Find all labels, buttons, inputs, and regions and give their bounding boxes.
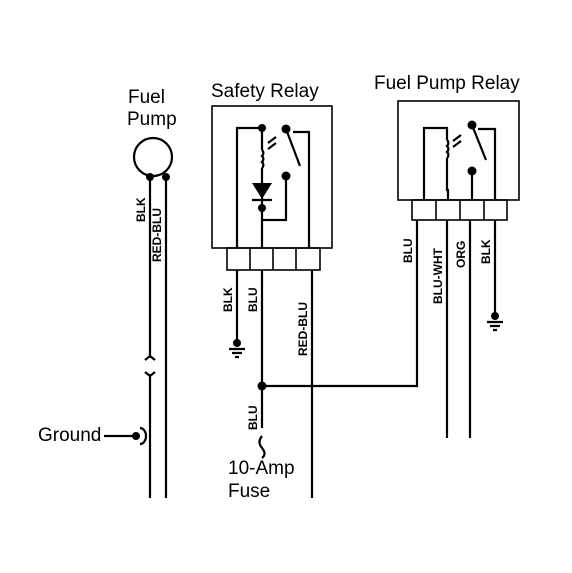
safety-relay-redblu-internal <box>293 130 311 248</box>
fpr-actuator <box>452 134 462 148</box>
fpr-coil-feed <box>422 126 449 200</box>
ground-junction <box>132 432 140 440</box>
fpr-bluwht-label: BLU-WHT <box>431 247 445 304</box>
safety-relay-actuator <box>267 136 277 150</box>
pump-blk-label: BLK <box>134 197 148 222</box>
fuel-pump-label-line2: Pump <box>127 109 177 130</box>
safety-relay-box <box>211 105 333 249</box>
fuel-pump-relay-box <box>397 100 520 201</box>
safety-relay-switch-arm <box>284 128 302 167</box>
fpr-switch-arm <box>470 124 488 161</box>
fuel-pump-relay-label: Fuel Pump Relay <box>374 73 520 94</box>
pump-blk-wire-break <box>144 354 156 378</box>
safety-redblu-label: RED-BLU <box>296 302 310 356</box>
fuse-symbol <box>258 435 266 459</box>
ground-label: Ground <box>38 425 101 446</box>
safety-relay-node-1 <box>258 124 266 132</box>
fuel-pump-relay-connector-pins <box>435 200 485 220</box>
safety-relay-label: Safety Relay <box>211 81 319 102</box>
ground-clip <box>139 426 148 446</box>
fpr-org-label: ORG <box>454 241 468 268</box>
pump-redblu-label: RED-BLU <box>150 208 164 262</box>
safety-relay-switch-link <box>262 178 288 222</box>
safety-ground-symbol <box>229 347 245 359</box>
fpr-blu-label: BLU <box>401 238 415 263</box>
fpr-blk-label: BLK <box>479 239 493 264</box>
splice-to-fpr-blu <box>262 270 419 388</box>
fpr-pivot-lead <box>478 127 497 200</box>
safety-blu-label: BLU <box>246 287 260 312</box>
safety-ground-node <box>233 339 241 347</box>
safety-relay-connector-pins <box>249 248 297 270</box>
fpr-ground-node <box>491 312 499 320</box>
fuel-pump-label-line1: Fuel <box>128 87 165 108</box>
safety-relay-switch-contact <box>281 171 291 181</box>
fuel-pump-symbol <box>132 136 174 178</box>
fpr-coil <box>445 139 450 159</box>
safety-blk-label: BLK <box>221 287 235 312</box>
safety-relay-diode <box>252 183 272 199</box>
fuse-blu-label: BLU <box>246 405 260 430</box>
fuse-label-line2: Fuse <box>228 481 270 502</box>
safety-relay-coil <box>260 149 265 169</box>
fuse-label-line1: 10-Amp <box>228 458 295 479</box>
fpr-ground-symbol <box>487 320 503 332</box>
fpr-coil-out <box>445 158 450 200</box>
